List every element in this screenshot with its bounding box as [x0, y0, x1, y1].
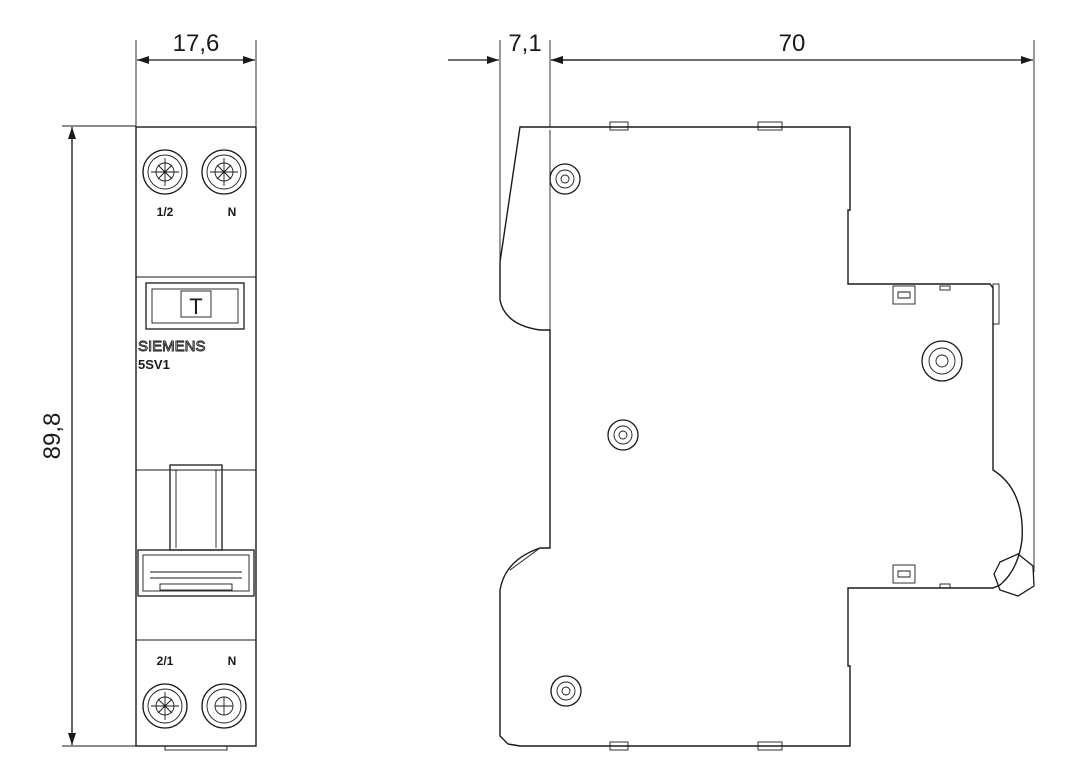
rivet-icon	[921, 340, 963, 382]
test-button: T	[145, 282, 245, 330]
dimension-side-offset: 7,1	[448, 30, 600, 262]
dimension-front-width-label: 17,6	[173, 30, 220, 57]
terminal-screw-icon	[142, 149, 188, 195]
knob-icon	[993, 553, 1035, 597]
rivet-icon	[550, 675, 582, 707]
terminal-label-bottom-left: 2/1	[157, 654, 174, 668]
dimension-front-width: 17,6	[135, 30, 257, 126]
dimension-side-depth: 70	[551, 30, 1035, 572]
model-label: 5SV1	[138, 357, 170, 372]
terminal-label-top-right: N	[228, 205, 237, 219]
brand-logo: SIEMENS	[138, 338, 206, 355]
terminal-screw-icon	[142, 683, 188, 729]
dimension-side-depth-label: 70	[779, 30, 806, 57]
test-button-label: T	[189, 294, 202, 319]
toggle-lever	[137, 464, 255, 597]
rivet-icon	[549, 163, 581, 195]
side-view	[499, 121, 1035, 751]
terminal-screw-icon	[201, 683, 247, 729]
terminal-label-top-left: 1/2	[157, 205, 174, 219]
dimension-height-label: 89,8	[39, 413, 66, 460]
dimension-height: 89,8	[39, 125, 136, 747]
terminal-screw-icon	[201, 149, 247, 195]
rivet-icon	[607, 419, 639, 451]
front-view: 1/2 N T SIEMENS 5SV1 2/1 N	[135, 126, 257, 751]
terminal-label-bottom-right: N	[228, 654, 237, 668]
dimension-side-offset-label: 7,1	[508, 30, 541, 57]
